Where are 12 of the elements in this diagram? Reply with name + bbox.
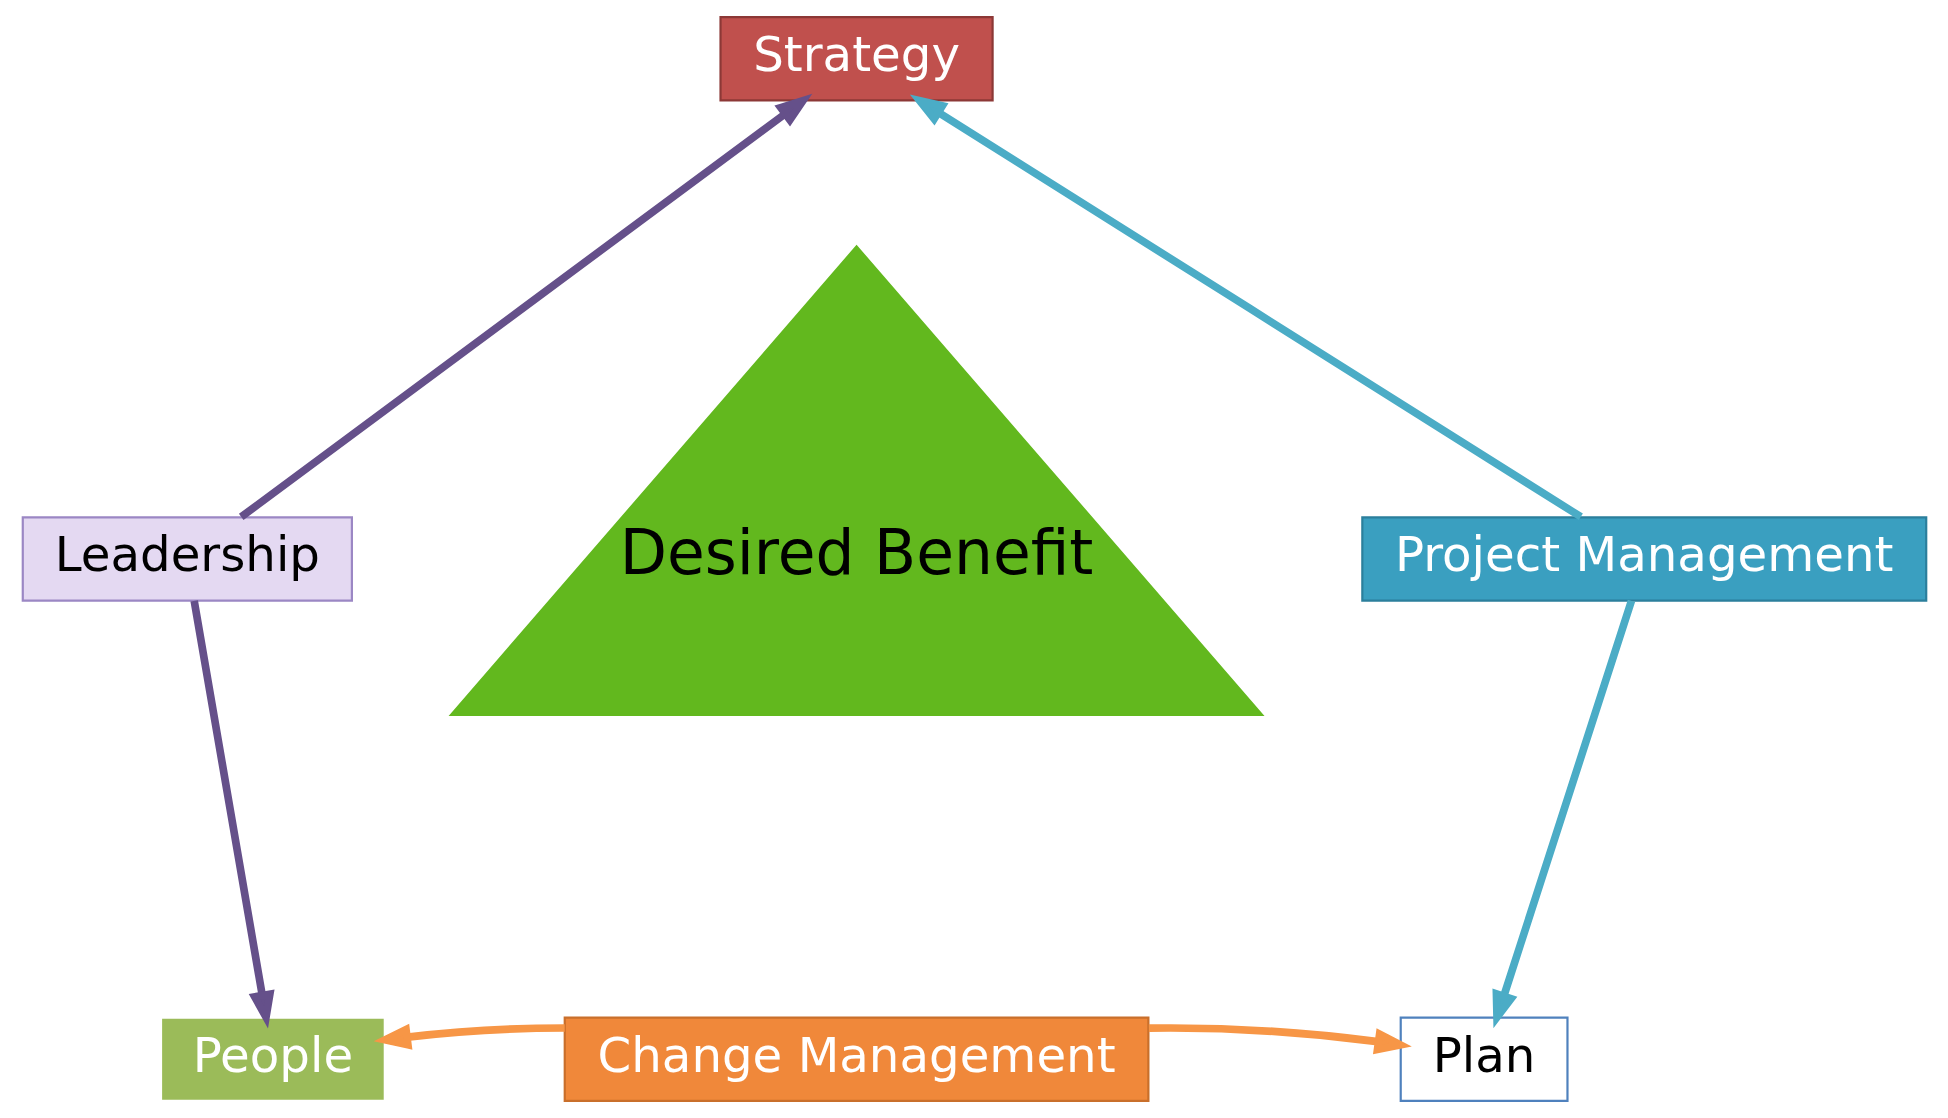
arrow — [238, 93, 812, 520]
node-box: Project Management — [1360, 516, 1927, 602]
arrow — [909, 94, 1583, 521]
node-box: Strategy — [718, 15, 994, 102]
node-box: Plan — [1399, 1016, 1569, 1103]
arrow — [1148, 1024, 1412, 1055]
arrow — [373, 1023, 565, 1050]
node-box: People — [159, 1016, 386, 1103]
node-box: Leadership — [21, 516, 353, 602]
arrow — [1491, 599, 1635, 1029]
node-box: Change Management — [563, 1016, 1149, 1103]
arrow — [189, 600, 275, 1029]
